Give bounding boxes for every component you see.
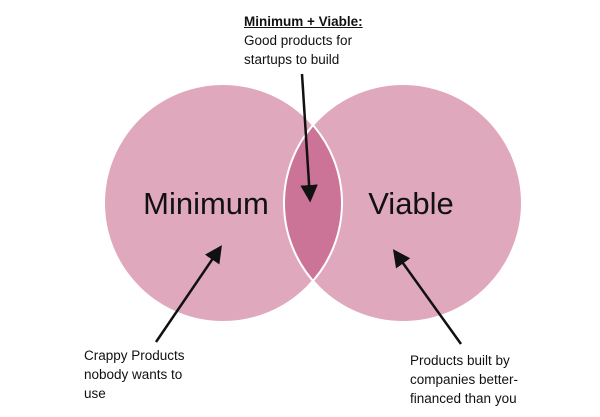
viable-annotation-line: Products built by [410, 353, 510, 368]
overlap-annotation-line: startups to build [244, 52, 340, 67]
minimum-circle [104, 84, 342, 322]
minimum-label: Minimum [143, 186, 269, 221]
viable-circle-outline [283, 83, 523, 323]
arrow-to-overlap [300, 73, 318, 203]
arrow-to-minimum [154, 245, 222, 343]
minimum-annotation: Crappy Products nobody wants to use [84, 346, 185, 403]
viable-annotation: Products built by companies better- fina… [410, 351, 518, 408]
viable-label: Viable [368, 186, 454, 221]
viable-annotation-line: companies better- [410, 372, 519, 387]
overlap-annotation-line: Good products for [244, 33, 353, 48]
minimum-annotation-line: nobody wants to [84, 367, 183, 382]
viable-circle [284, 84, 522, 322]
viable-annotation-line: financed than you [410, 391, 517, 406]
minimum-circle-outline [103, 83, 343, 323]
minimum-annotation-line: use [84, 386, 106, 401]
arrow-to-viable [392, 249, 463, 345]
overlap-annotation: Minimum + Viable: Good products for star… [244, 12, 363, 69]
overlap-annotation-title: Minimum + Viable: [244, 14, 363, 29]
minimum-annotation-line: Crappy Products [84, 348, 185, 363]
